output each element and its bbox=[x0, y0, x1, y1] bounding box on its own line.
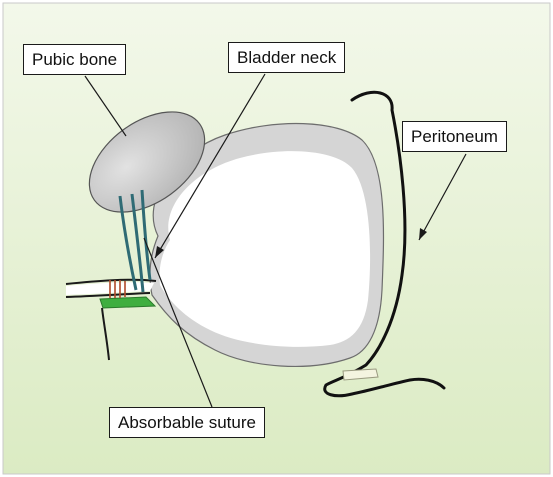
peritoneum-label: Peritoneum bbox=[402, 121, 507, 152]
green-pad bbox=[100, 297, 155, 308]
bladder-neck-label: Bladder neck bbox=[228, 42, 345, 73]
pubic-bone-label: Pubic bone bbox=[23, 44, 126, 75]
absorbable-suture-label: Absorbable suture bbox=[109, 407, 265, 438]
